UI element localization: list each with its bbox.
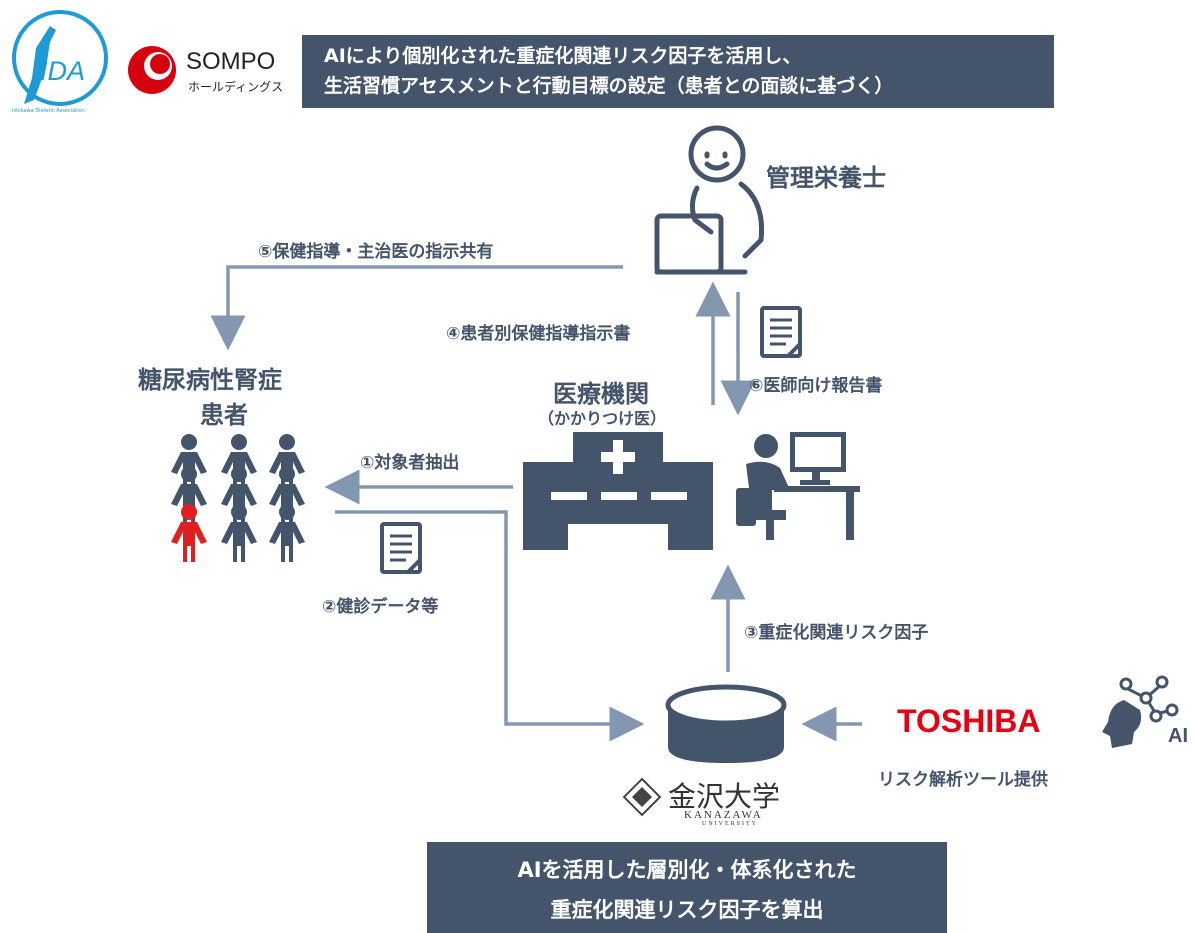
sompo-name: SOMPO	[186, 48, 276, 75]
database-icon	[665, 684, 787, 763]
kanazawa-logo: 金沢大学 KANAZAWA UNIVERSITY	[622, 775, 812, 835]
sompo-sub: ホールディングス	[188, 80, 284, 94]
bottom-banner: AIを活用した層別化・体系化された 重症化関連リスク因子を算出	[427, 842, 947, 933]
step6-label: ⑥医師向け報告書	[749, 376, 883, 396]
bottom-banner-line1: AIを活用した層別化・体系化された	[517, 858, 857, 882]
ai-badge: AI	[1168, 725, 1188, 747]
sompo-logo: SOMPO ホールディングス	[126, 44, 296, 100]
ai-brain-icon	[1102, 675, 1179, 748]
toshiba-logo: TOSHIBA	[897, 703, 1041, 739]
bottom-banner-line2: 重症化関連リスク因子を算出	[550, 898, 824, 922]
clinic-label: 医療機関	[553, 380, 649, 408]
dietitian-label: 管理栄養士	[766, 164, 886, 192]
toshiba-role-label: リスク解析ツール提供	[878, 770, 1048, 790]
step2-label: ②健診データ等	[322, 597, 439, 617]
step3-label: ③重症化関連リスク因子	[744, 623, 929, 643]
hospital-icon	[523, 432, 713, 550]
kanazawa-sub2: UNIVERSITY	[702, 821, 758, 827]
top-banner-line1: AIにより個別化された重症化関連リスク因子を活用し、	[324, 45, 802, 67]
patients-group-icon	[171, 434, 305, 562]
highlighted-patient-icon	[171, 504, 207, 562]
step1-label: ①対象者抽出	[360, 453, 460, 473]
arrow-step5	[210, 265, 623, 351]
top-banner: AIにより個別化された重症化関連リスク因子を活用し、 生活習慣アセスメントと行動…	[302, 35, 1054, 108]
dietitian-icon	[654, 125, 765, 275]
arrow-step2	[335, 510, 645, 742]
patients-label-2: 患者	[200, 401, 248, 429]
ida-logo-text: IDA	[40, 56, 86, 86]
clinic-sub-label: （かかりつけ医）	[538, 409, 667, 428]
kanazawa-name: 金沢大学	[668, 780, 781, 813]
document-icon	[760, 306, 802, 358]
step4-label: ④患者別保健指導指示書	[446, 324, 631, 344]
ida-logo-sub: Ishikawa Dietetic Association	[12, 108, 85, 114]
step5-label: ⑤保健指導・主治医の指示共有	[258, 242, 494, 262]
document-icon-2	[380, 522, 422, 574]
ida-logo: IDA Ishikawa Dietetic Association	[6, 8, 110, 118]
doctor-at-computer-icon	[736, 432, 860, 540]
patients-label-1: 糖尿病性腎症	[138, 366, 282, 394]
top-banner-line2: 生活習慣アセスメントと行動目標の設定（患者との面談に基づく）	[324, 75, 894, 97]
kanazawa-sub1: KANAZAWA	[684, 809, 763, 821]
